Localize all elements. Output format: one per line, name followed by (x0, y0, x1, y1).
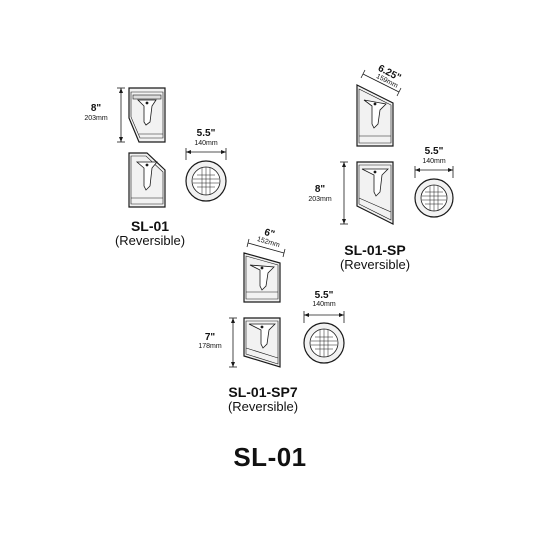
slsp7-round-mm: 140mm (312, 301, 336, 308)
slsp-height-mm: 203mm (308, 196, 332, 203)
slsp-round-dimension (414, 166, 454, 178)
slsp-note: (Reversible) (339, 257, 411, 273)
slsp-bottom-unit (356, 161, 394, 225)
slsp7-height-mm: 178mm (198, 343, 222, 350)
sl01-height-mm: 203mm (84, 115, 108, 122)
slsp-height-in: 8" (314, 184, 326, 195)
sl01-label: SL-01 (Reversible) (100, 218, 200, 249)
sl01-round-vent (185, 160, 227, 202)
slsp7-top-dimension (246, 238, 286, 258)
sl01-round-in: 5.5" (196, 128, 216, 139)
slsp-top-dimension (360, 69, 402, 97)
slsp7-height-in: 7" (204, 332, 216, 343)
page-title: SL-01 (233, 442, 307, 472)
slsp-height-dimension (340, 161, 348, 225)
slsp7-round-vent (303, 322, 345, 364)
slsp-round-vent (414, 178, 454, 218)
sl01-height-dimension (117, 87, 125, 143)
slsp-label: SL-01-SP (Reversible) (325, 242, 425, 273)
slsp-model-name: SL-01-SP (344, 242, 406, 258)
slsp7-height-dimension (229, 317, 237, 368)
sl01-bottom-unit (128, 152, 166, 208)
slsp7-label: SL-01-SP7 (Reversible) (213, 384, 313, 415)
sl01-height-in: 8" (90, 103, 102, 114)
slsp7-round-in: 5.5" (314, 290, 334, 301)
sl01-top-unit (128, 87, 166, 143)
sl01-model-name: SL-01 (130, 218, 170, 234)
sl01-round-mm: 140mm (194, 140, 218, 147)
slsp7-top-unit (243, 252, 281, 303)
slsp7-bottom-unit (243, 317, 281, 368)
slsp7-note: (Reversible) (227, 399, 299, 415)
sl01-note: (Reversible) (114, 233, 186, 249)
slsp-top-unit (356, 84, 394, 147)
sl01-round-dimension (185, 148, 227, 160)
slsp-round-in: 5.5" (424, 146, 444, 157)
slsp-round-mm: 140mm (422, 158, 446, 165)
slsp7-model-name: SL-01-SP7 (228, 384, 298, 400)
slsp7-round-dimension (303, 311, 345, 323)
